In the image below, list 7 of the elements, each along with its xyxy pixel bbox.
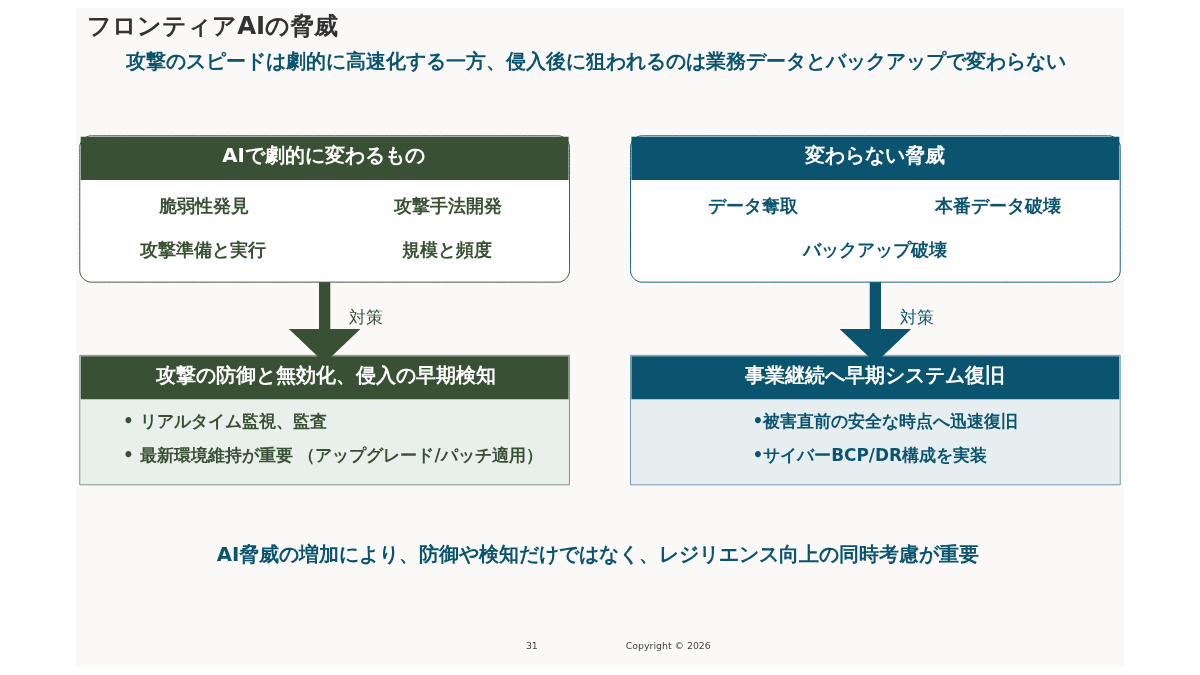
label: 31 [525, 639, 538, 651]
edge-label: 対策 [900, 306, 935, 327]
diagram-title: フロンティアAIの脅威 [87, 11, 339, 41]
label: AI脅威の増加により、防御や検知だけではなく、レジリエンス向上の同時考慮が重要 [216, 543, 980, 567]
label: 攻撃のスピードは劇的に高速化する一方、侵入後に狙われるのは業務データとバックアップで変わらない [126, 49, 1067, 73]
edge-label: 対策 [349, 306, 384, 327]
label: Copyright © 2026 [625, 639, 711, 651]
